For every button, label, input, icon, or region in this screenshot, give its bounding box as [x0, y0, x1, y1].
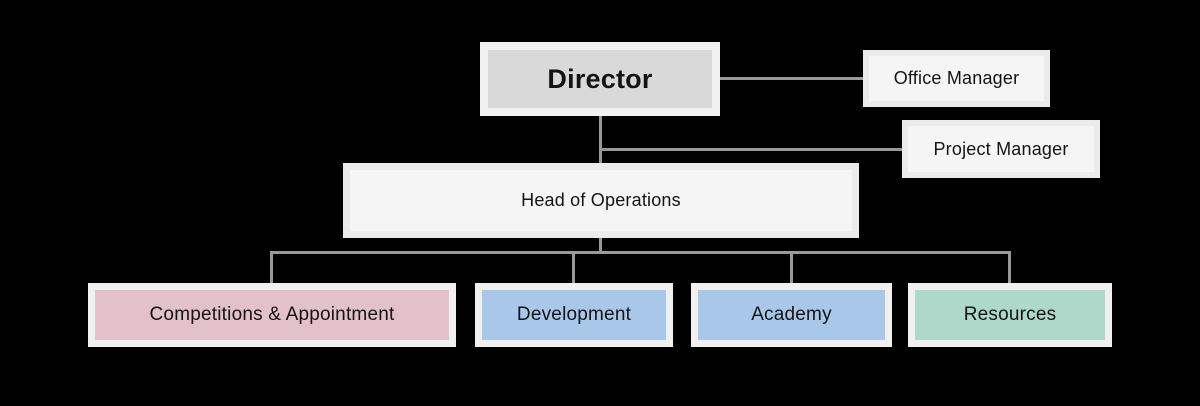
node-academy: Academy [691, 283, 892, 347]
connector-director-project-manager [600, 148, 903, 151]
node-office-manager-label: Office Manager [893, 68, 1020, 88]
node-resources-label: Resources [963, 304, 1057, 325]
node-development-label: Development [516, 304, 632, 325]
node-office-manager: Office Manager [863, 50, 1050, 107]
connector-drop-competitions [270, 251, 273, 284]
connector-director-office-manager [718, 77, 864, 80]
connector-director-head-of-operations [599, 116, 602, 164]
node-director-label: Director [547, 63, 653, 94]
connector-children-bus [270, 251, 1011, 254]
connector-drop-resources [1008, 251, 1011, 284]
connector-drop-development [572, 251, 575, 284]
node-project-manager: Project Manager [902, 120, 1100, 178]
node-project-manager-label: Project Manager [933, 138, 1069, 159]
connector-head-of-operations-stub [599, 238, 602, 253]
node-director: Director [480, 42, 720, 116]
node-competitions-appointment-label: Competitions & Appointment [149, 304, 395, 325]
connector-drop-academy [790, 251, 793, 284]
node-development: Development [475, 283, 673, 347]
node-academy-label: Academy [751, 304, 832, 325]
node-head-of-operations: Head of Operations [343, 163, 859, 238]
node-resources: Resources [908, 283, 1112, 347]
node-head-of-operations-label: Head of Operations [521, 190, 681, 210]
node-competitions-appointment: Competitions & Appointment [88, 283, 456, 347]
